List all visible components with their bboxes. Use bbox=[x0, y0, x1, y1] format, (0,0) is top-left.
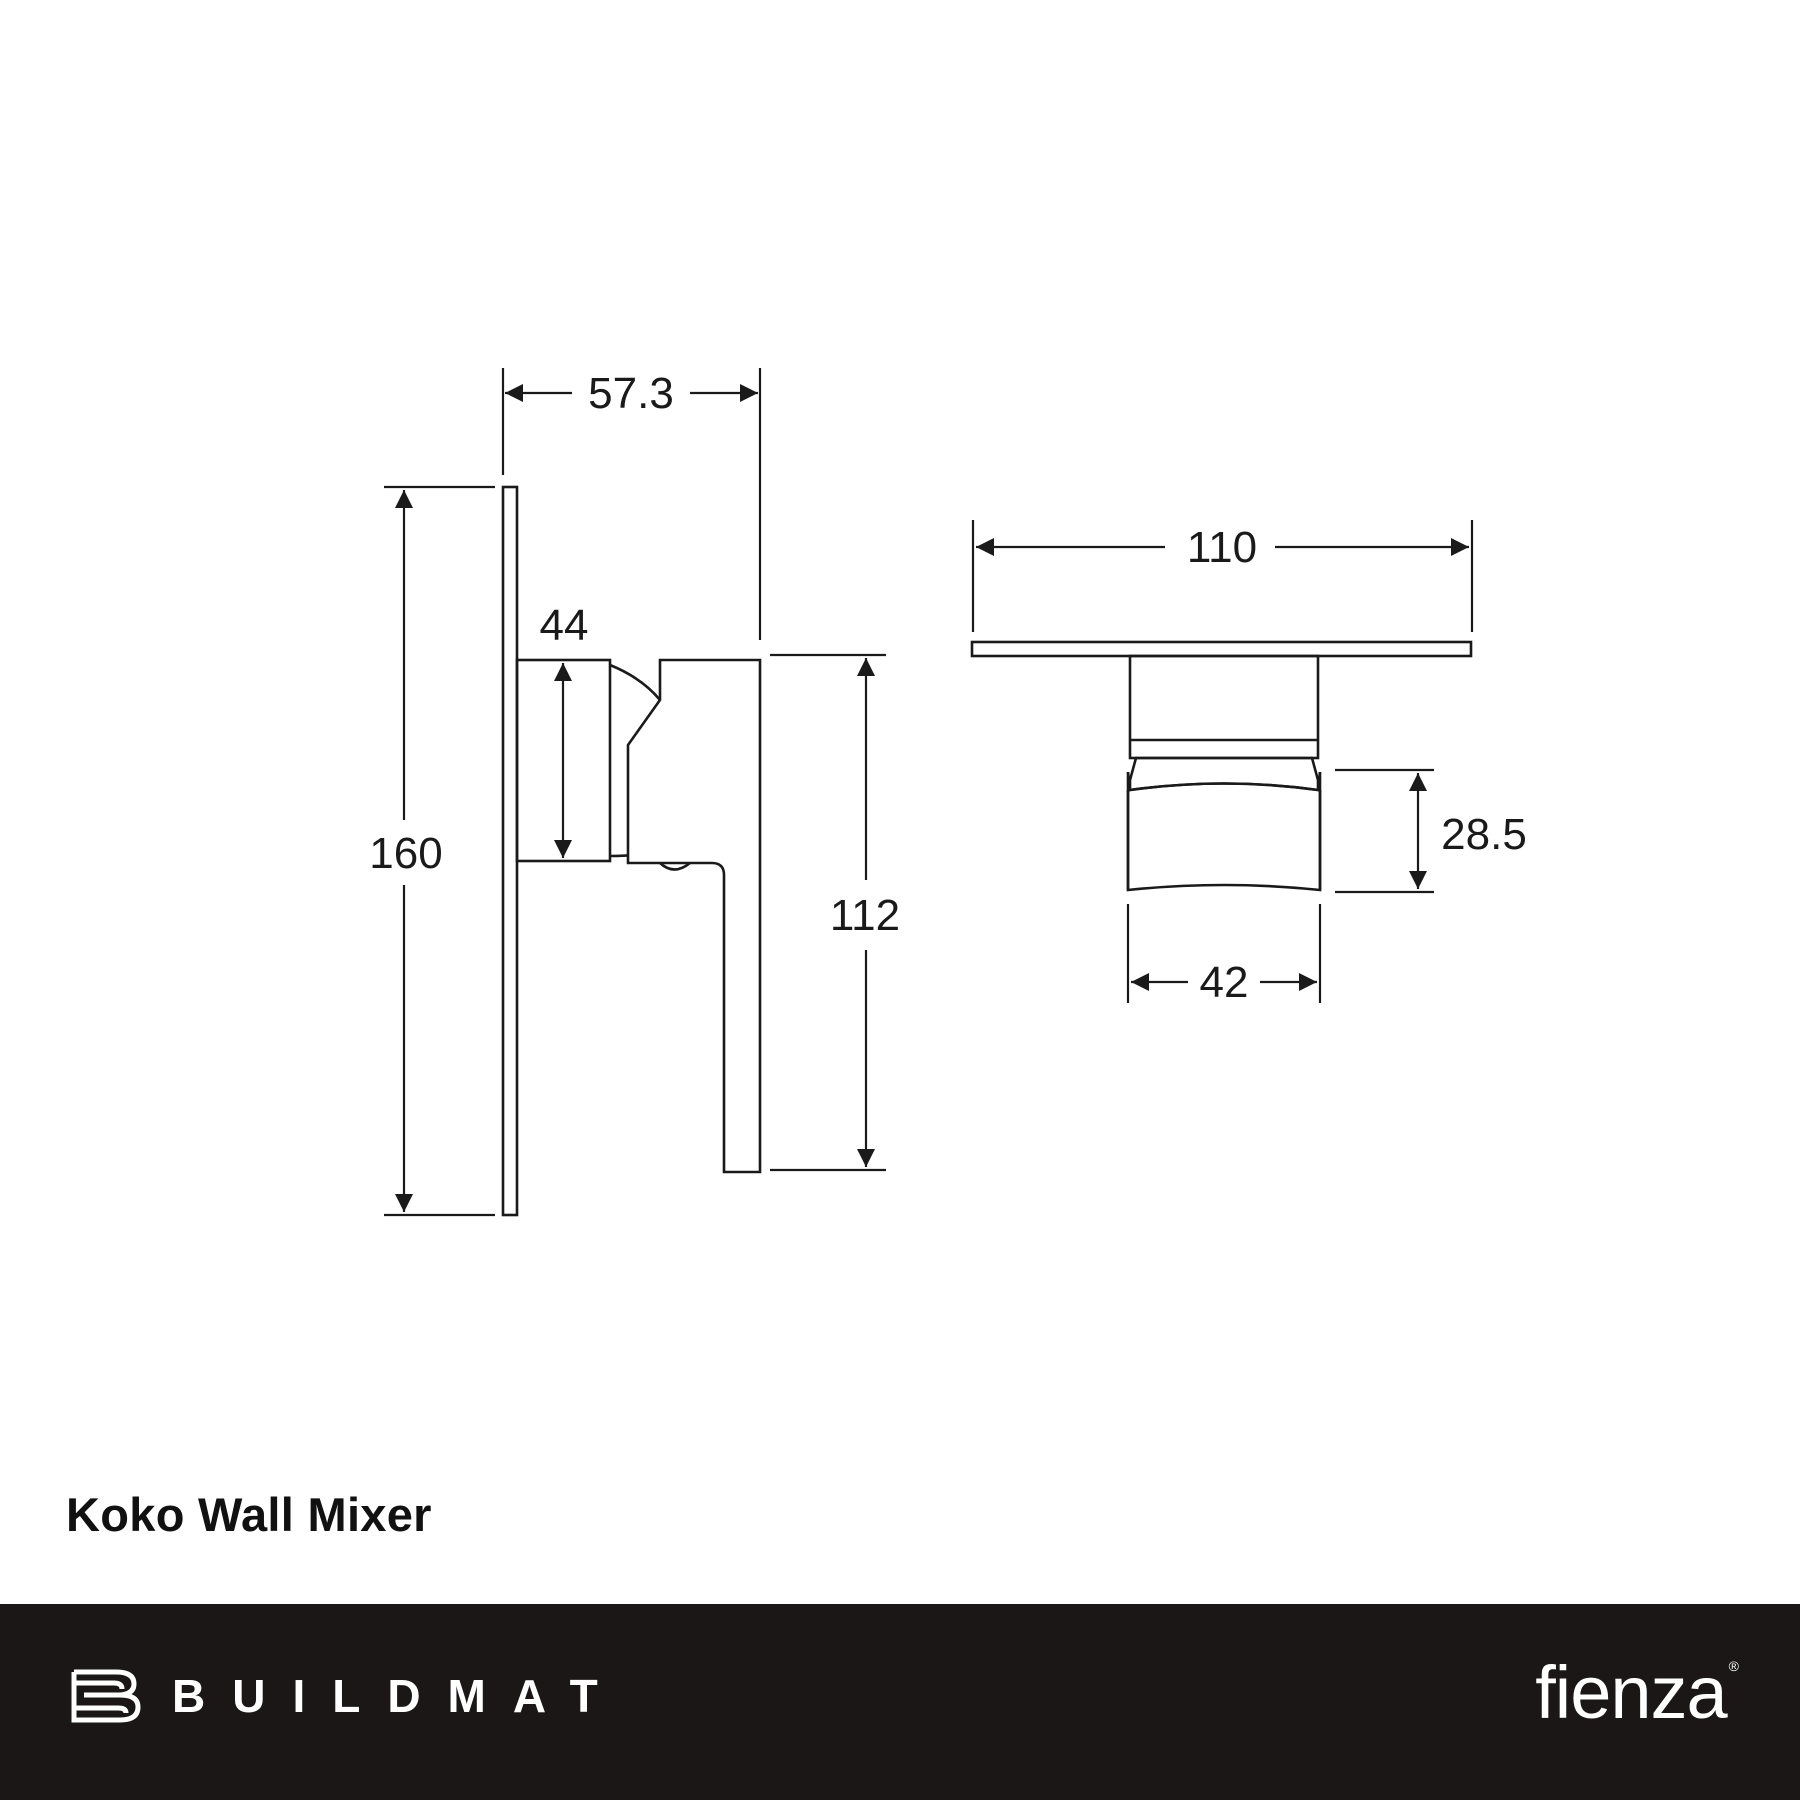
side-dimensions bbox=[384, 368, 886, 1217]
front-view bbox=[970, 640, 1473, 892]
dim-plate-width: 110 bbox=[1187, 523, 1257, 572]
registered-mark: ® bbox=[1728, 1658, 1739, 1674]
dim-lever-face-height: 28.5 bbox=[1441, 810, 1527, 859]
buildmat-logo-icon bbox=[71, 1669, 141, 1723]
fienza-brand[interactable]: fienza® bbox=[1535, 1650, 1739, 1735]
side-wall-plate bbox=[501, 485, 519, 1217]
front-wall-plate bbox=[970, 640, 1473, 658]
buildmat-brand[interactable]: BUILDMAT bbox=[70, 1666, 625, 1726]
front-dimensions bbox=[971, 520, 1474, 1003]
front-mixer-body bbox=[1128, 654, 1320, 760]
fienza-wordmark: fienza bbox=[1535, 1651, 1727, 1734]
dim-lever-height: 112 bbox=[830, 891, 900, 940]
brand-footer: BUILDMAT fienza® bbox=[0, 1604, 1800, 1800]
dim-plate-height: 160 bbox=[369, 829, 442, 878]
dim-body-height: 44 bbox=[540, 601, 589, 650]
side-view bbox=[501, 485, 762, 1217]
front-lever-top bbox=[1128, 756, 1320, 792]
dim-lever-width: 42 bbox=[1200, 958, 1249, 1007]
buildmat-wordmark: BUILDMAT bbox=[172, 1670, 625, 1722]
dim-overall-depth: 57.3 bbox=[588, 369, 674, 418]
front-lever-face bbox=[1126, 771, 1322, 892]
side-lever bbox=[626, 658, 762, 1174]
side-grub-screw bbox=[659, 861, 691, 871]
product-title: Koko Wall Mixer bbox=[66, 1488, 432, 1541]
side-mixer-body bbox=[515, 658, 612, 863]
